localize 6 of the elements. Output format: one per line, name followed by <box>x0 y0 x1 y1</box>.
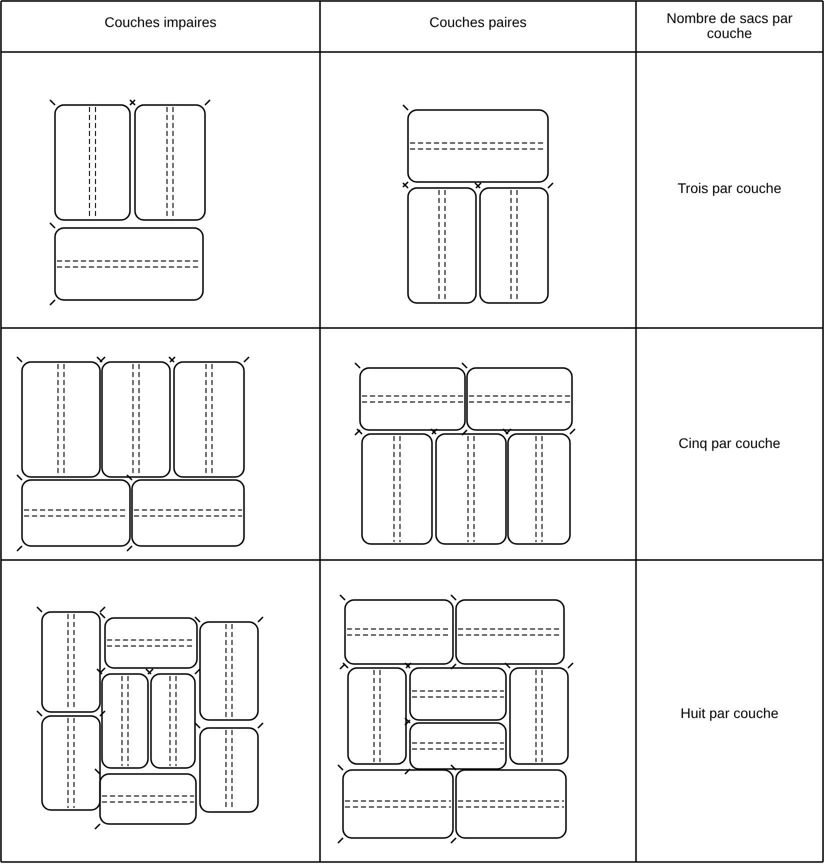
column-header: Couches paires <box>429 15 527 30</box>
row-label: Huit par couche <box>680 706 779 721</box>
column-header: Couches impaires <box>104 15 217 30</box>
row-label: Trois par couche <box>678 181 782 196</box>
column-header: Nombre de sacs par couche <box>665 11 794 41</box>
row-label: Cinq par couche <box>678 436 780 451</box>
